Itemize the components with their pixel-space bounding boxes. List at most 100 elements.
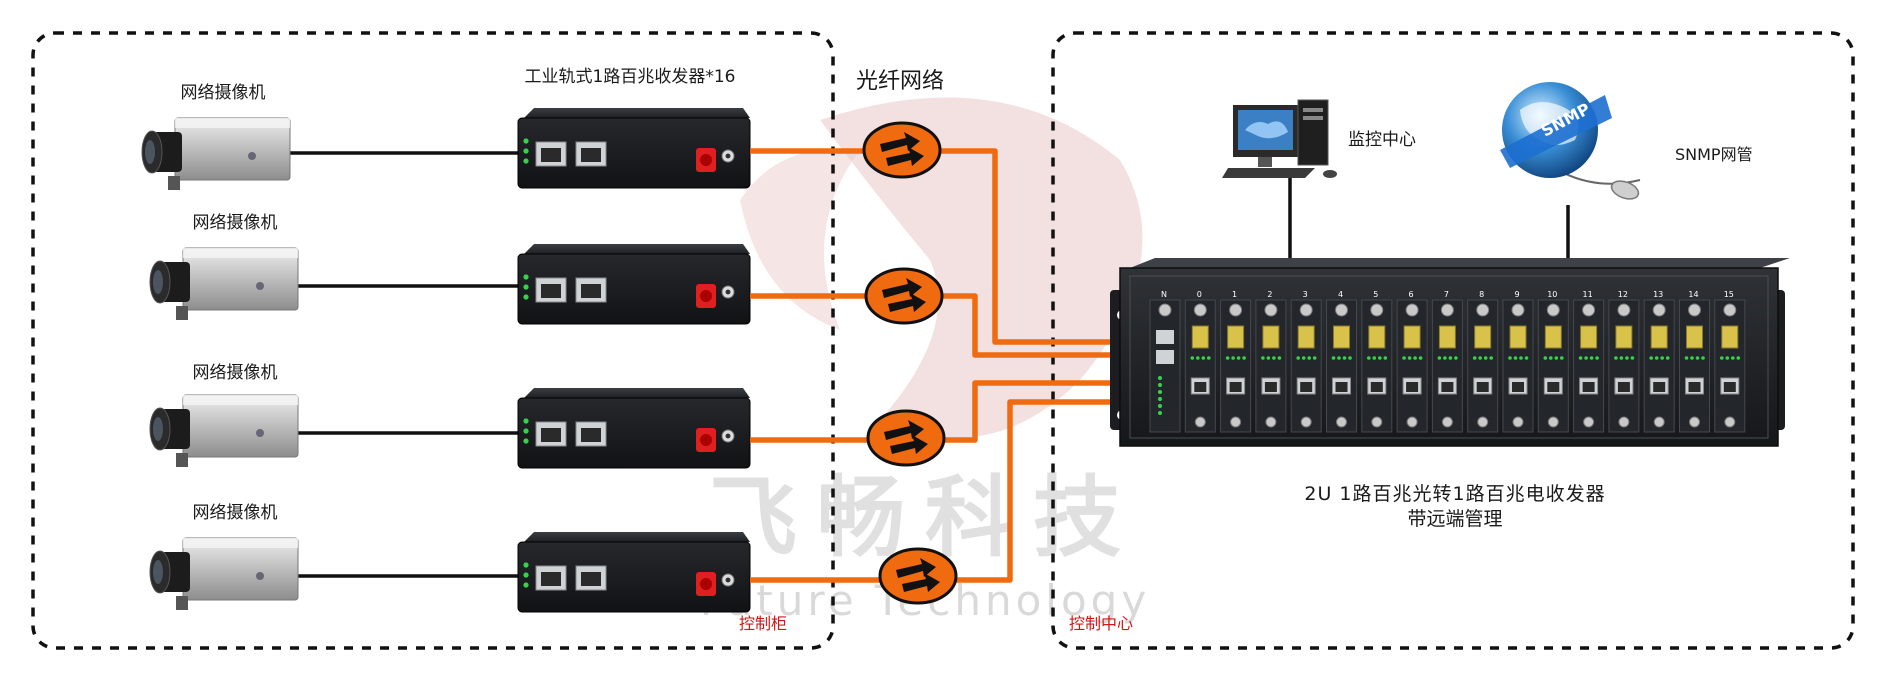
slot-number-label: 13 bbox=[1653, 290, 1663, 299]
thumb-screw-icon bbox=[1724, 416, 1736, 428]
status-led-icon bbox=[523, 438, 529, 444]
thumb-screw-icon bbox=[1229, 303, 1243, 317]
snmp-manager: SNMP bbox=[1500, 82, 1641, 200]
slot-number-label: 3 bbox=[1303, 290, 1308, 299]
fiber-network-label: 光纤网络 bbox=[856, 69, 944, 94]
arrow-right-icon bbox=[884, 420, 924, 440]
chassis-description-line1: 2U 1路百兆光转1路百兆电收发器 bbox=[1304, 483, 1605, 505]
transceiver-front bbox=[517, 541, 751, 613]
monitor-center-computer bbox=[1222, 99, 1337, 178]
rj45-socket bbox=[1441, 382, 1454, 392]
camera-logo-icon bbox=[256, 282, 264, 290]
chassis-slot-5: 5 bbox=[1361, 290, 1393, 433]
chassis-slot-6: 6 bbox=[1396, 290, 1428, 433]
transceiver-top bbox=[524, 244, 750, 254]
status-led-icon bbox=[1272, 356, 1276, 360]
status-led-icon bbox=[1312, 356, 1317, 360]
network-camera-2 bbox=[149, 247, 299, 320]
camera-lens-glass bbox=[153, 560, 163, 584]
rj45-socket bbox=[1723, 382, 1736, 392]
thumb-screw-icon bbox=[1477, 416, 1489, 428]
status-led-icon bbox=[1437, 356, 1442, 360]
status-led-icon bbox=[1513, 356, 1518, 360]
fiber-port-inner bbox=[725, 153, 731, 159]
slot-card bbox=[1502, 299, 1534, 433]
slot-number-label: 7 bbox=[1444, 290, 1449, 299]
monitor-stand bbox=[1258, 157, 1272, 167]
thumb-screw-icon bbox=[1193, 303, 1207, 317]
status-led-icon bbox=[1231, 356, 1235, 360]
status-led-icon bbox=[1261, 356, 1265, 360]
status-led-icon bbox=[1489, 356, 1493, 360]
thumb-screw-icon bbox=[1653, 416, 1665, 428]
fiber-port-inner bbox=[725, 433, 731, 439]
sfp-fiber-port-icon bbox=[1544, 325, 1562, 349]
camera-label-1: 网络摄像机 bbox=[181, 83, 266, 103]
status-led-icon bbox=[1378, 356, 1382, 360]
rj45-socket bbox=[541, 572, 561, 586]
status-led-icon bbox=[1654, 356, 1659, 360]
rj45-socket bbox=[1264, 382, 1277, 392]
thumb-screw-icon bbox=[1723, 303, 1737, 317]
camera-top-highlight bbox=[183, 248, 298, 258]
mouse-icon bbox=[1323, 170, 1337, 178]
slot-card bbox=[1714, 299, 1746, 433]
thumb-screw-icon bbox=[1617, 303, 1631, 317]
thumb-screw-icon bbox=[1158, 303, 1172, 317]
status-led-icon bbox=[1508, 356, 1512, 360]
thumb-screw-icon bbox=[1440, 303, 1454, 317]
thumb-screw-icon bbox=[1299, 303, 1313, 317]
status-led-icon bbox=[523, 428, 529, 434]
slot-card bbox=[1290, 299, 1322, 433]
industrial-transceiver-4 bbox=[517, 532, 751, 613]
arrow-right-icon bbox=[886, 147, 924, 166]
camera-lens-glass bbox=[145, 140, 155, 164]
slot-number-label: 4 bbox=[1338, 290, 1343, 299]
slot-card bbox=[1326, 299, 1357, 433]
chassis-slot-1: 1 bbox=[1220, 290, 1252, 433]
sfp-fiber-port-icon bbox=[1615, 325, 1633, 349]
status-led-icon bbox=[1225, 356, 1230, 360]
status-led-icon bbox=[1549, 356, 1553, 360]
snmp-mouse-icon bbox=[1610, 180, 1640, 200]
status-led-icon bbox=[1407, 356, 1412, 360]
thumb-screw-icon bbox=[1688, 303, 1701, 317]
chassis-top bbox=[1130, 258, 1790, 268]
sfp-fiber-port-icon bbox=[1191, 325, 1209, 349]
arrow-right-icon bbox=[888, 293, 926, 312]
status-led-icon bbox=[1448, 356, 1453, 360]
chassis-slot-10: 10 bbox=[1537, 290, 1569, 433]
switch-body bbox=[878, 547, 958, 605]
status-led-icon bbox=[1731, 356, 1735, 360]
rj45-socket bbox=[1688, 382, 1701, 392]
slot-card bbox=[1396, 299, 1428, 433]
status-led-icon bbox=[523, 138, 529, 144]
thumb-screw-icon bbox=[1547, 416, 1559, 428]
arrow-right-icon bbox=[890, 435, 928, 454]
status-led-icon bbox=[1331, 356, 1336, 360]
thumb-screw-icon bbox=[1300, 416, 1312, 428]
thumb-screw-icon bbox=[1335, 303, 1348, 317]
keyboard bbox=[1222, 168, 1315, 178]
status-led-icon bbox=[1158, 383, 1162, 387]
fiber-switch-4 bbox=[878, 547, 958, 605]
status-led-icon bbox=[1625, 356, 1629, 360]
status-led-icon bbox=[1695, 356, 1700, 360]
status-led-icon bbox=[1690, 356, 1694, 360]
sfp-fiber-port-icon bbox=[1474, 325, 1492, 349]
camera-top-highlight bbox=[175, 118, 290, 128]
status-led-icon bbox=[1196, 356, 1200, 360]
camera-lens-glass bbox=[153, 270, 163, 294]
status-led-icon bbox=[523, 582, 529, 588]
transceiver-front bbox=[517, 253, 751, 325]
control-cabinet-border bbox=[31, 31, 835, 650]
chassis-slot-2: 2 bbox=[1255, 290, 1287, 433]
thumb-screw-icon bbox=[1689, 416, 1700, 428]
camera-label-3: 网络摄像机 bbox=[193, 363, 278, 383]
thumb-screw-icon bbox=[1264, 303, 1278, 317]
status-led-icon bbox=[1307, 356, 1311, 360]
status-led-icon bbox=[1454, 356, 1458, 360]
